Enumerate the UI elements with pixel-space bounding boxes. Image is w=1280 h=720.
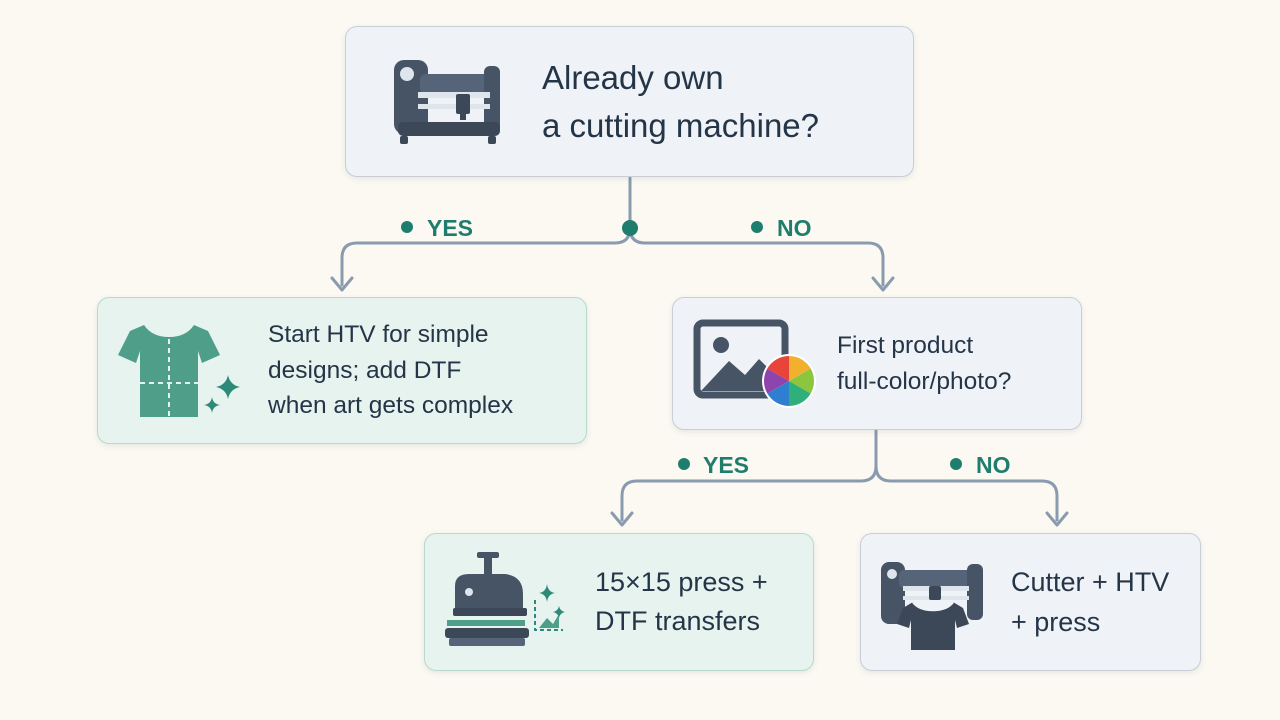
htv-text-line-3: when art gets complex <box>268 392 514 420</box>
outcome-node-cutter: Cutter + HTV + press <box>860 533 1201 671</box>
cutter-text-line-2: + press <box>1011 607 1101 637</box>
t-shirt-sparkle-icon <box>118 324 240 417</box>
branch-dot-color-yes <box>678 458 690 470</box>
root-text-line-1: Already own <box>542 58 724 96</box>
connector-root-to-color <box>628 226 885 287</box>
split-dot-root <box>622 220 638 236</box>
connector-color-to-dtf <box>620 464 878 522</box>
color-text-line-1: First product <box>837 331 974 359</box>
branch-dot-root-no <box>751 221 763 233</box>
connector-color-to-cutter <box>874 464 1059 522</box>
cutting-machine-icon <box>394 59 500 144</box>
heat-press-icon <box>445 552 565 646</box>
decision-node-cutting-machine: Already own a cutting machine? <box>345 26 914 177</box>
color-text-line-2: full-color/photo? <box>837 367 1012 395</box>
dtf-text-line-2: DTF transfers <box>595 606 761 636</box>
branch-dot-root-yes <box>401 221 413 233</box>
connector-root-to-htv <box>340 226 632 287</box>
cutter-shirt-icon <box>881 562 983 650</box>
outcome-node-dtf: 15×15 press + DTF transfers <box>424 533 814 671</box>
arrowhead-color <box>871 276 895 292</box>
arrowhead-htv <box>330 276 354 292</box>
arrowhead-dtf <box>610 511 634 527</box>
htv-text-line-2: designs; add DTF <box>268 356 462 384</box>
arrowhead-cutter <box>1045 511 1069 527</box>
branch-dot-color-no <box>950 458 962 470</box>
branch-label-color-yes: YES <box>703 452 749 478</box>
decision-node-full-color: First product full-color/photo? <box>672 297 1082 430</box>
root-text-line-2: a cutting machine? <box>542 106 820 144</box>
cutter-text-line-1: Cutter + HTV <box>1011 566 1170 597</box>
branch-label-root-yes: YES <box>427 215 473 241</box>
htv-text-line-1: Start HTV for simple <box>268 321 489 349</box>
branch-label-color-no: NO <box>976 452 1011 478</box>
branch-label-root-no: NO <box>777 215 812 241</box>
dtf-text-line-1: 15×15 press + <box>595 566 768 597</box>
outcome-node-htv: Start HTV for simple designs; add DTF wh… <box>97 297 587 444</box>
photo-color-wheel-icon <box>693 319 816 408</box>
